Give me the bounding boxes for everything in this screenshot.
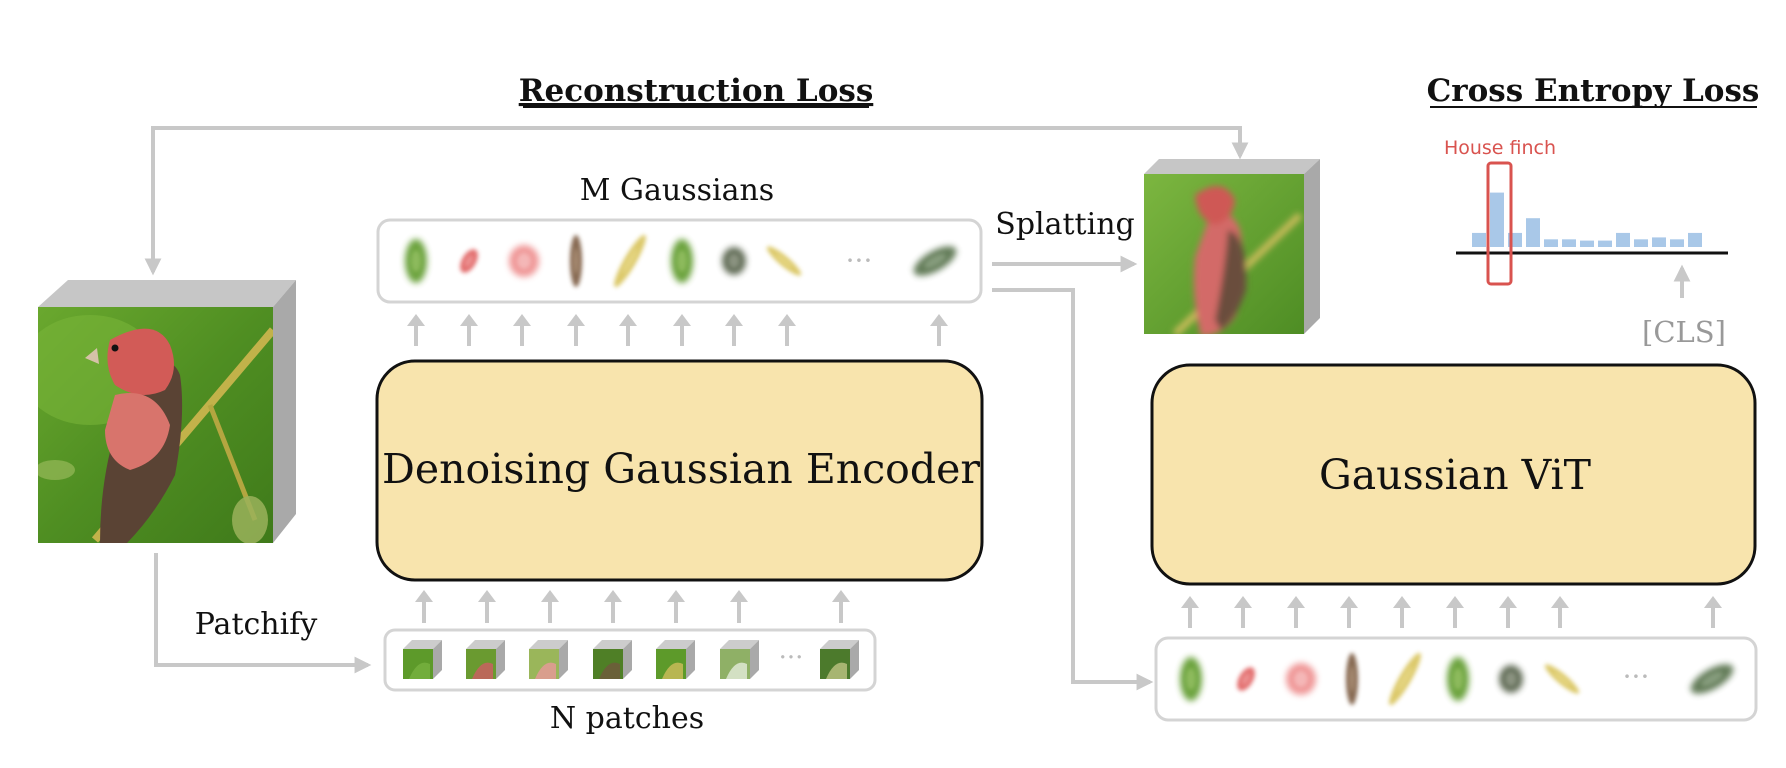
- gaussian-token-container: [376, 218, 983, 304]
- patch-token: [466, 640, 505, 679]
- up-arrow: [1181, 596, 1199, 628]
- patch-token: [593, 640, 632, 679]
- class-bar: [1670, 239, 1684, 247]
- patches-ellipsis: ···: [779, 643, 804, 673]
- gaussian-token: [722, 247, 746, 275]
- class-bar: [1652, 237, 1666, 247]
- n-patches-label: N patches: [550, 701, 704, 736]
- up-arrow: [407, 314, 425, 346]
- gaussian-token: [614, 234, 646, 288]
- gaussian-token: [1180, 657, 1202, 701]
- splatted-render-image: [1144, 174, 1304, 334]
- up-arrow: [1704, 596, 1722, 628]
- gaussian-token: [1389, 652, 1421, 706]
- m-gaussians-label: M Gaussians: [580, 173, 774, 208]
- up-arrow: [1446, 596, 1464, 628]
- gaussian-tokens: [405, 234, 957, 288]
- gaussian-token: [1346, 653, 1358, 705]
- up-arrow: [1551, 596, 1569, 628]
- patch-token: [820, 640, 859, 679]
- gaussian-token: [1690, 664, 1734, 694]
- class-distribution-chart: House finch: [1444, 137, 1728, 286]
- cls-token-label: [CLS]: [1642, 315, 1726, 349]
- up-arrow: [725, 314, 743, 346]
- up-arrow: [478, 590, 496, 623]
- gaussian-token: [405, 239, 427, 283]
- encoder-label: Denoising Gaussian Encoder: [382, 445, 980, 493]
- up-arrow: [513, 314, 531, 346]
- up-arrow: [1393, 596, 1411, 628]
- vit-tokens-ellipsis: ···: [1623, 660, 1650, 693]
- up-arrow: [778, 314, 796, 346]
- patch-token: [529, 640, 568, 679]
- up-arrow: [1340, 596, 1358, 628]
- denoising-gaussian-encoder-block: [375, 359, 984, 582]
- up-arrow: [832, 590, 850, 623]
- predicted-class-label: House finch: [1444, 137, 1556, 159]
- gaussian-token: [671, 239, 693, 283]
- splatting-label: Splatting: [995, 207, 1134, 242]
- up-arrow: [667, 590, 685, 623]
- up-arrow: [673, 314, 691, 346]
- patchify-arrow: [154, 553, 372, 674]
- gaussian-token: [913, 246, 957, 276]
- gaussian-token: [570, 235, 582, 287]
- gaussian-token: [460, 249, 478, 273]
- up-arrow: [541, 590, 559, 623]
- class-bar: [1526, 218, 1540, 247]
- input-image-cube: [38, 280, 296, 543]
- up-arrow: [460, 314, 478, 346]
- class-bar: [1562, 239, 1576, 247]
- gaussians-ellipsis: ···: [846, 244, 873, 277]
- vit-gaussian-tokens: [1180, 652, 1734, 706]
- gaussian-token: [1237, 667, 1255, 691]
- reconstruction-loss-label: Reconstruction Loss: [519, 73, 874, 109]
- up-arrow: [1287, 596, 1305, 628]
- patchify-label: Patchify: [195, 607, 318, 642]
- class-bar: [1688, 232, 1702, 247]
- gaussian-token: [509, 245, 539, 277]
- predicted-class-highlight: [1486, 161, 1513, 286]
- gaussian-token: [1447, 657, 1469, 701]
- house-finch-photo: [38, 307, 273, 543]
- up-arrow: [619, 314, 637, 346]
- vit-label: Gaussian ViT: [1319, 451, 1591, 499]
- class-probability-bars: [1472, 192, 1702, 247]
- encoder-input-arrows: [415, 590, 850, 623]
- gaussian-token: [1499, 665, 1523, 693]
- class-bar: [1472, 232, 1486, 247]
- cross-entropy-loss-label: Cross Entropy Loss: [1427, 73, 1760, 109]
- vit-input-arrows: [1181, 596, 1722, 628]
- class-bar-predicted: [1490, 192, 1504, 247]
- gaussian-token: [1544, 664, 1580, 694]
- class-bar: [1616, 232, 1630, 247]
- gaussian-token: [1286, 663, 1316, 695]
- up-arrow: [1499, 596, 1517, 628]
- patch-token-container: [383, 628, 877, 692]
- vit-gaussian-token-container: [1154, 636, 1758, 722]
- class-bar: [1598, 240, 1612, 247]
- reconstruction-loss-title: Reconstruction Loss: [519, 73, 874, 109]
- up-arrow: [567, 314, 585, 346]
- class-bar: [1634, 239, 1648, 247]
- patch-token: [403, 640, 442, 679]
- up-arrow: [730, 590, 748, 623]
- gaussian-vit-block: [1150, 363, 1757, 586]
- reconstruction-loop-arrow: [151, 126, 1249, 271]
- patch-tokens: [403, 640, 859, 679]
- patch-token: [720, 640, 759, 679]
- cross-entropy-loss-title: Cross Entropy Loss: [1427, 73, 1760, 109]
- patch-token: [656, 640, 695, 679]
- up-arrow: [415, 590, 433, 623]
- up-arrow: [930, 314, 948, 346]
- class-bar: [1544, 239, 1558, 247]
- gaussians-to-vit-arrow: [992, 288, 1154, 691]
- up-arrow: [604, 590, 622, 623]
- encoder-output-arrows: [407, 314, 948, 346]
- up-arrow: [1234, 596, 1252, 628]
- rendered-image-cube: [1144, 159, 1320, 334]
- gaussian-token: [766, 246, 802, 276]
- class-bar: [1580, 240, 1594, 247]
